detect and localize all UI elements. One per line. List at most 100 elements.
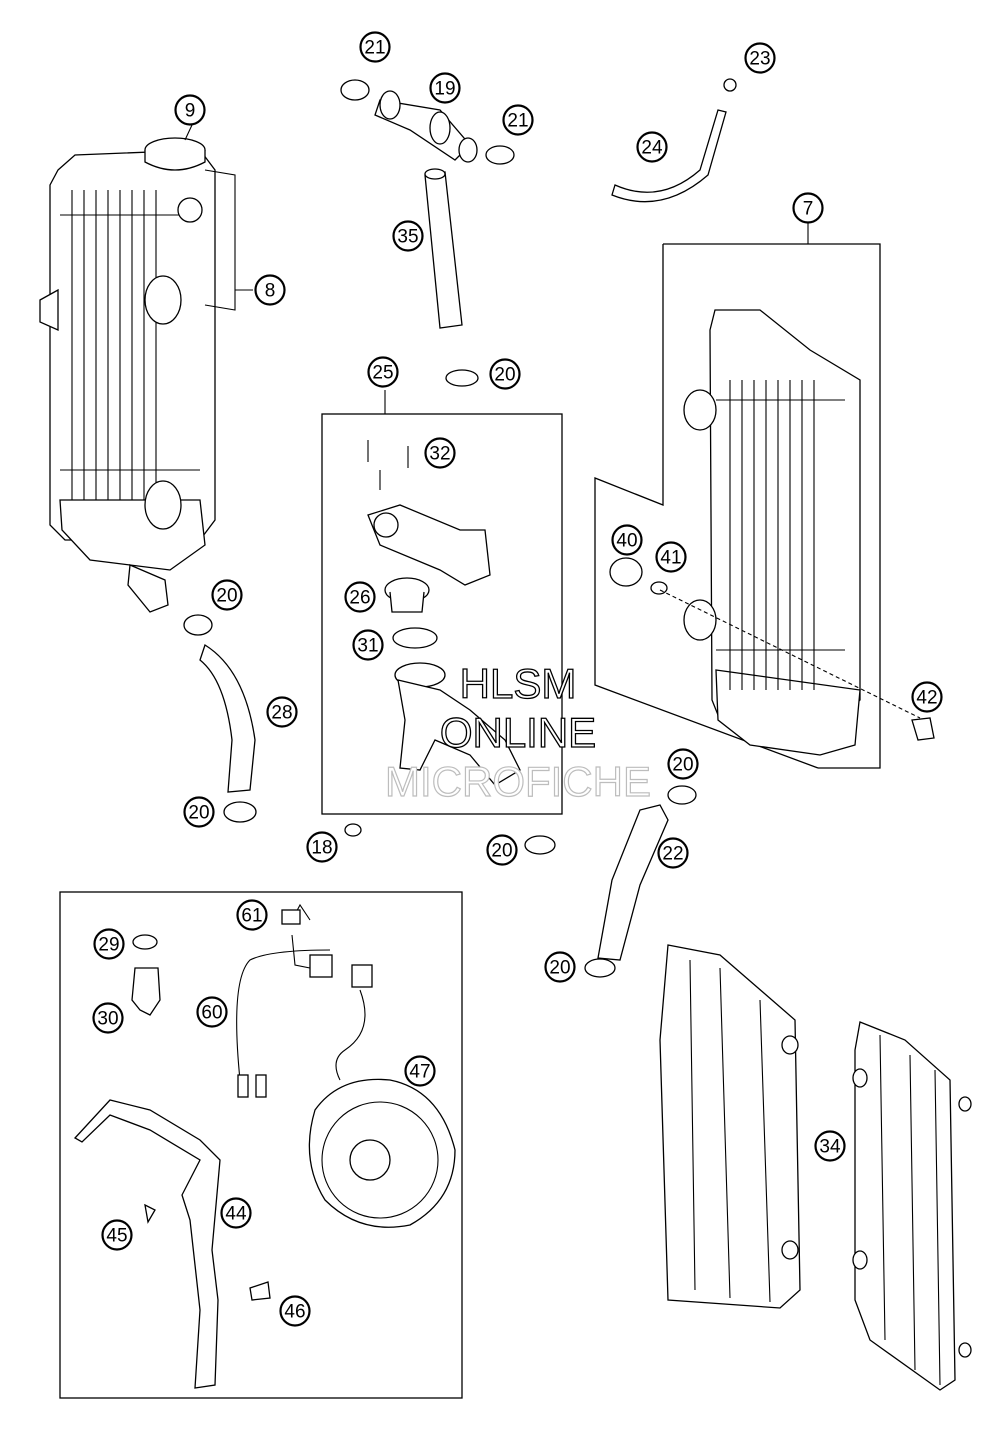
callout-circle	[392, 220, 424, 252]
lower-hose-left	[183, 614, 257, 823]
fan-group-box	[59, 891, 463, 1399]
callout-21: 21	[502, 104, 534, 136]
callout-circle	[792, 192, 824, 224]
callout-circle	[424, 437, 456, 469]
callout-label: 18	[311, 838, 332, 859]
watermark-line3: MICROFICHE	[385, 758, 651, 805]
callout-circle	[657, 837, 689, 869]
right-radiator	[609, 309, 935, 756]
callout-60: 60	[196, 996, 228, 1028]
callout-20: 20	[183, 796, 215, 828]
callout-label: 21	[507, 111, 528, 132]
callout-circle	[254, 274, 286, 306]
callout-label: 30	[97, 1009, 118, 1030]
callout-label: 44	[225, 1204, 247, 1225]
callout-circle	[174, 94, 206, 126]
callout-label: 31	[357, 636, 378, 657]
callout-circle	[611, 524, 643, 556]
watermark-line1: HLSM	[460, 660, 577, 707]
callout-label: 21	[364, 38, 385, 59]
callout-label: 20	[672, 755, 693, 776]
callout-22: 22	[657, 837, 689, 869]
callout-circle	[101, 1219, 133, 1251]
callout-label: 25	[372, 363, 393, 384]
callout-20: 20	[486, 834, 518, 866]
callout-circle	[814, 1130, 846, 1162]
callout-circle	[344, 581, 376, 613]
callout-label: 34	[819, 1137, 841, 1158]
callout-31: 31	[352, 629, 384, 661]
callout-label: 45	[106, 1226, 127, 1247]
callout-20: 20	[544, 951, 576, 983]
callout-label: 7	[803, 199, 814, 220]
callout-circle	[279, 1295, 311, 1327]
thermostat-group-box	[321, 390, 563, 815]
callout-18: 18	[306, 831, 338, 863]
breather-hose	[611, 78, 737, 203]
callout-circle	[655, 541, 687, 573]
hose-connector-assembly	[340, 79, 515, 387]
callout-label: 32	[429, 444, 450, 465]
callout-20: 20	[211, 579, 243, 611]
callout-label: 20	[491, 841, 512, 862]
callout-label: 20	[549, 958, 570, 979]
callout-circle	[744, 42, 776, 74]
callout-circle	[667, 748, 699, 780]
callout-label: 28	[271, 703, 292, 724]
callout-circle	[367, 356, 399, 388]
callout-21: 21	[359, 31, 391, 63]
callout-19: 19	[429, 72, 461, 104]
left-radiator	[39, 149, 216, 613]
watermark-line2: ONLINE	[440, 709, 596, 756]
callout-24: 24	[636, 131, 668, 163]
lower-hose-right	[584, 785, 697, 978]
right-radiator-group-box	[594, 222, 881, 769]
callout-28: 28	[266, 696, 298, 728]
radiator-guard-right	[852, 1021, 972, 1391]
callout-circle	[306, 831, 338, 863]
callout-circle	[486, 834, 518, 866]
radiator-cap	[144, 137, 206, 223]
callout-label: 26	[349, 588, 370, 609]
callout-label: 8	[265, 281, 276, 302]
watermark: HLSM ONLINE MICROFICHE	[384, 659, 651, 805]
callout-label: 24	[641, 138, 663, 159]
callout-label: 9	[185, 101, 196, 122]
callout-label: 41	[660, 548, 681, 569]
callout-61: 61	[236, 899, 268, 931]
callout-label: 22	[662, 844, 683, 865]
callout-9: 9	[174, 94, 206, 126]
callout-29: 29	[93, 928, 125, 960]
callout-42: 42	[911, 681, 943, 713]
thermostat-parts	[367, 440, 521, 786]
callout-circle	[636, 131, 668, 163]
callout-40: 40	[611, 524, 643, 556]
hose-clamp-20	[524, 835, 556, 855]
callout-20: 20	[489, 358, 521, 390]
callout-34: 34	[814, 1130, 846, 1162]
callout-45: 45	[101, 1219, 133, 1251]
callout-label: 61	[241, 906, 262, 927]
callout-circle	[359, 31, 391, 63]
callout-label: 42	[916, 688, 937, 709]
callout-circle	[196, 996, 228, 1028]
callout-7: 7	[792, 192, 824, 224]
callout-circle	[236, 899, 268, 931]
callout-circle	[544, 951, 576, 983]
callout-label: 19	[434, 79, 455, 100]
callout-label: 40	[616, 531, 637, 552]
callout-circle	[183, 796, 215, 828]
callout-label: 20	[494, 365, 515, 386]
callout-8: 8	[254, 274, 286, 306]
callout-44: 44	[220, 1197, 252, 1229]
callout-26: 26	[344, 581, 376, 613]
callout-circle	[93, 928, 125, 960]
callout-label: 60	[201, 1003, 222, 1024]
callout-label: 47	[409, 1062, 430, 1083]
fan-parts	[73, 903, 456, 1389]
callout-label: 29	[98, 935, 119, 956]
callout-41: 41	[655, 541, 687, 573]
callout-30: 30	[92, 1002, 124, 1034]
